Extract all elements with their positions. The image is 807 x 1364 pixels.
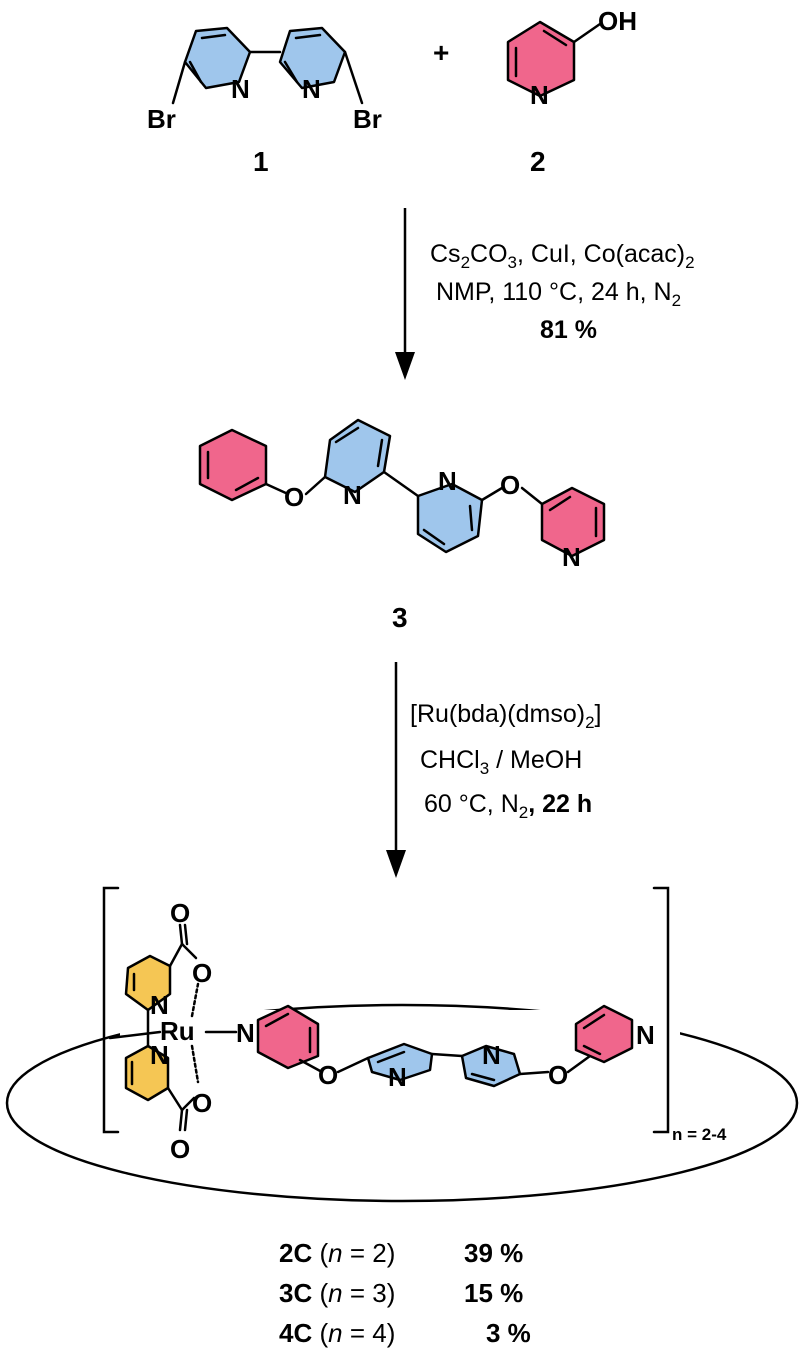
step2-temp-time: 60 °C, N2, 22 h <box>424 790 592 822</box>
bipy-link-bond <box>382 470 420 498</box>
atom-n: N <box>388 1062 407 1092</box>
step2-conditions: [Ru(bda)(dmso)2] CHCl3 / MeOH 60 °C, N2,… <box>410 700 601 822</box>
step2-reagent: [Ru(bda)(dmso)2] <box>410 700 601 732</box>
atom-n: N <box>343 480 362 510</box>
atom-o: O <box>284 482 304 512</box>
c-br-bond-right <box>343 50 364 105</box>
repeat-count-label: n = 2-4 <box>672 1125 727 1144</box>
compound-3-structure: O N N O N <box>198 418 606 572</box>
reaction-arrow-2 <box>386 662 406 878</box>
atom-o: O <box>318 1060 338 1090</box>
atom-o: O <box>170 1134 190 1164</box>
result-4c: 4C (n = 4)3 % <box>279 1318 531 1348</box>
step1-solvent-temp: NMP, 110 °C, 24 h, N2 <box>436 278 681 310</box>
reaction-arrow-1 <box>395 208 415 380</box>
atom-n: N <box>482 1040 501 1070</box>
bipy-ring-right <box>278 26 347 90</box>
macrocycle-ellipse <box>5 1003 799 1203</box>
bipy-ring-right <box>416 482 484 554</box>
ru-axial-left-bond <box>108 1030 162 1040</box>
repeat-brackets <box>102 886 670 1134</box>
axial-ligand-3: N O N N O N <box>236 1004 655 1092</box>
atom-n: N <box>530 80 549 110</box>
atom-n: N <box>302 74 321 104</box>
ru-bda-unit: O O O O N N Ru <box>108 898 238 1164</box>
compound-number-2: 2 <box>530 146 546 177</box>
compound-1-structure: N N Br Br <box>147 26 382 134</box>
step1-reagents: Cs2CO3, CuI, Co(acac)2 <box>430 240 695 272</box>
bda-pyridine-ring-bottom <box>124 1044 170 1102</box>
compound-2-structure: OH N <box>506 6 637 110</box>
results-list: 2C (n = 2)39 % 3C (n = 3)15 % 4C (n = 4)… <box>279 1238 531 1348</box>
atom-o: O <box>192 958 212 988</box>
step1-conditions: Cs2CO3, CuI, Co(acac)2 NMP, 110 °C, 24 h… <box>430 240 695 344</box>
step1-yield: 81 % <box>540 316 597 344</box>
atom-br: Br <box>353 104 382 134</box>
atom-o: O <box>170 898 190 928</box>
atom-o: O <box>500 470 520 500</box>
plus-sign: + <box>433 37 449 68</box>
result-3c: 3C (n = 3)15 % <box>279 1278 523 1308</box>
atom-o: O <box>192 1088 212 1118</box>
atom-n: N <box>562 542 581 572</box>
atom-n: N <box>231 74 250 104</box>
atom-n: N <box>236 1018 255 1048</box>
atom-br: Br <box>147 104 176 134</box>
atom-n: N <box>636 1020 655 1050</box>
atom-n: N <box>150 990 169 1020</box>
c-br-bond-left <box>171 60 187 105</box>
c-oh-bond <box>572 22 602 44</box>
atom-oh: OH <box>598 6 637 36</box>
bipy-ring-left <box>366 1042 434 1082</box>
atom-n: N <box>438 466 457 496</box>
atom-n: N <box>150 1040 169 1070</box>
atom-o: O <box>548 1060 568 1090</box>
compound-number-1: 1 <box>253 146 269 177</box>
pyridyl-ring <box>198 428 268 502</box>
step2-solvent: CHCl3 / MeOH <box>420 746 582 778</box>
bipy-link-bond <box>430 1052 464 1058</box>
result-2c: 2C (n = 2)39 % <box>279 1238 523 1268</box>
atom-ru: Ru <box>160 1016 195 1046</box>
compound-number-3: 3 <box>392 602 408 633</box>
bda-pyridine-ring-top <box>124 954 172 1012</box>
